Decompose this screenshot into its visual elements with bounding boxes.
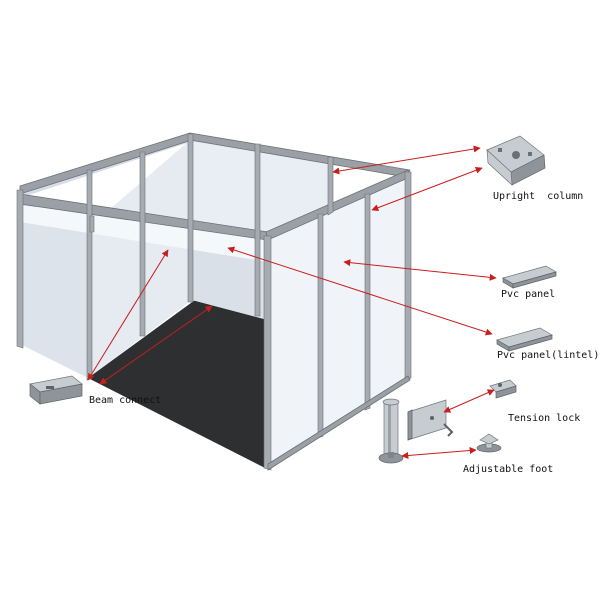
beam-connect-part: [29, 375, 83, 405]
left-wall-panel: [20, 200, 90, 378]
post-back-corner: [187, 133, 194, 303]
arrow-adjustable-foot: [401, 447, 477, 459]
upright-post-detail: [378, 398, 404, 464]
label-pvc-panel-lintel: Pvc panel(lintel): [497, 350, 599, 361]
exhibition-booth: [16, 132, 412, 471]
pvc-panel-lintel-part: [496, 327, 553, 352]
post-right-mid-1: [317, 213, 324, 439]
post-right-back: [404, 171, 412, 381]
arrow-tension-lock: [443, 389, 495, 413]
post-back-right-top: [327, 156, 334, 216]
upright-column-part: [486, 135, 546, 186]
post-back-left: [86, 169, 93, 381]
arrow-beam-connect-2: [99, 305, 213, 385]
arrow-upright-column-2: [371, 166, 483, 212]
post-front-left: [16, 189, 24, 349]
post-back-mid-2: [254, 143, 261, 317]
tension-lock-part: [489, 379, 517, 399]
adjustable-foot-part: [476, 433, 502, 453]
label-pvc-panel: Pvc panel: [501, 289, 555, 300]
arrow-upright-column-1: [332, 145, 481, 175]
label-adjustable-foot: Adjustable foot: [463, 464, 553, 475]
label-tension-lock: Tension lock: [508, 413, 580, 424]
arrow-pvc-panel-lintel: [227, 246, 493, 336]
lock-plate-detail: [407, 399, 454, 441]
post-right-front: [263, 235, 272, 471]
label-beam-connect: Beam connect: [89, 395, 161, 406]
post-right-mid-2: [364, 193, 371, 411]
callout-arrows: [87, 145, 497, 459]
right-wall-base: [267, 375, 411, 471]
pvc-panel-part: [502, 265, 557, 289]
lintel-divider-1: [89, 215, 95, 233]
label-upright-column: Upright column: [493, 191, 583, 202]
post-back-mid-1: [139, 151, 146, 337]
